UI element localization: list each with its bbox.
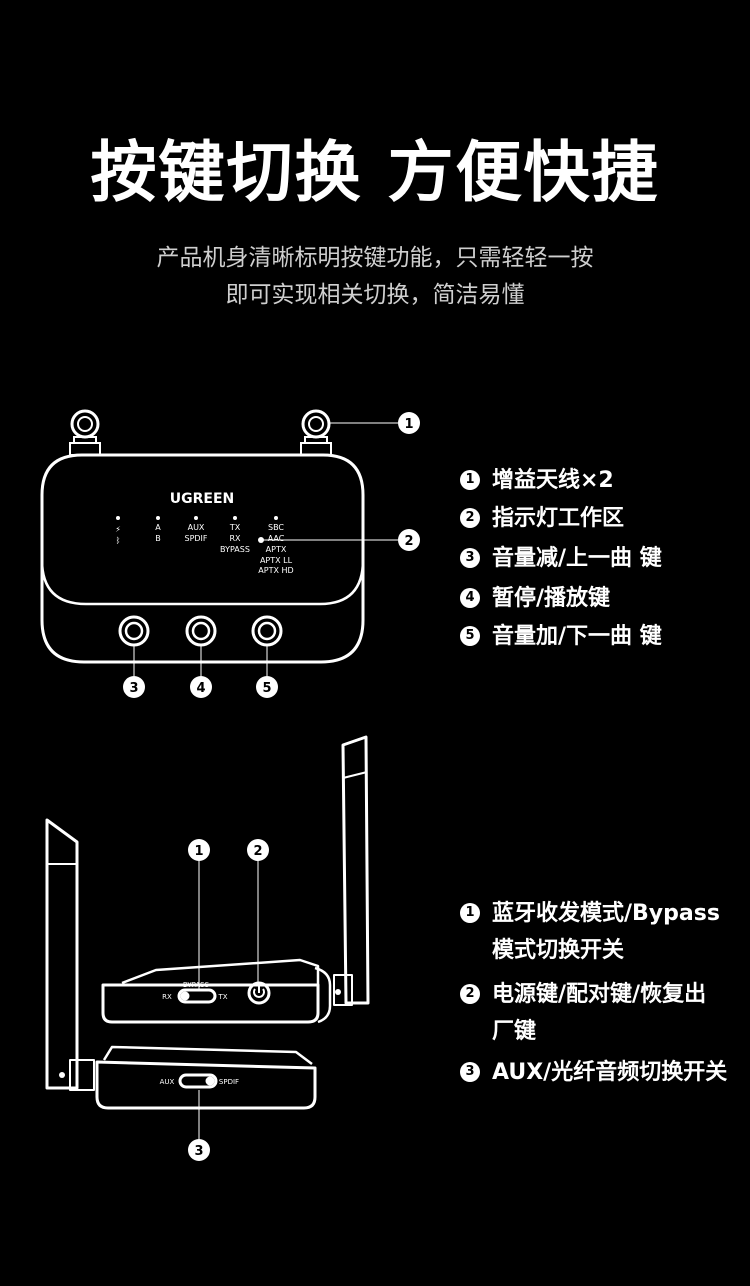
indicator-label: AAC xyxy=(268,534,285,543)
indicator-label: SBC xyxy=(268,523,284,532)
number-badge: 3 xyxy=(460,1062,480,1082)
callout-3: 3 xyxy=(129,681,138,696)
number-badge: 1 xyxy=(460,470,480,490)
callout-1: 1 xyxy=(404,417,413,432)
callout-5: 5 xyxy=(262,681,271,696)
play-pause-button xyxy=(185,615,217,647)
switch-label-tx: TX xyxy=(217,993,227,1001)
indicator-label: APTX LL xyxy=(260,556,293,565)
feature-antenna: 1 增益天线×2 xyxy=(460,466,614,496)
antenna-right-side xyxy=(341,735,370,1005)
antenna-left-side xyxy=(45,818,79,1090)
indicator-label: B xyxy=(155,534,161,543)
volume-up-button xyxy=(251,615,283,647)
indicator-label: AUX xyxy=(188,523,205,532)
feature-text: 蓝牙收发模式/Bypass模式切换开关 xyxy=(492,901,720,963)
feature-text: 指示灯工作区 xyxy=(492,506,625,531)
feature-volume-down: 3 音量减/上一曲 键 xyxy=(460,544,662,574)
feature-indicators: 2 指示灯工作区 xyxy=(460,504,624,534)
switch-label-aux: AUX xyxy=(160,1078,175,1086)
number-badge: 2 xyxy=(460,984,480,1004)
subtitle-line-1: 产品机身清晰标明按键功能，只需轻轻一按 xyxy=(156,245,594,271)
callout-2: 2 xyxy=(404,534,413,549)
device-top-view xyxy=(40,409,398,676)
power-button xyxy=(247,981,271,1005)
switch-label-spdif: SPDIF xyxy=(219,1078,239,1086)
page-title: 按键切换 方便快捷 xyxy=(90,134,660,211)
bluetooth-indicator-icon: ᛒ xyxy=(116,536,121,545)
device-side-view xyxy=(45,735,370,1140)
top-callouts: 1 2 3 4 5 xyxy=(123,412,420,698)
side-callout-2: 2 xyxy=(253,844,262,859)
indicator-label: A xyxy=(155,523,161,532)
number-badge: 4 xyxy=(460,588,480,608)
number-badge: 5 xyxy=(460,626,480,646)
number-badge: 3 xyxy=(460,548,480,568)
feature-text: AUX/光纤音频切换开关 xyxy=(492,1060,728,1085)
volume-down-button xyxy=(118,615,150,647)
indicator-label: SPDIF xyxy=(184,534,207,543)
feature-text: 音量减/上一曲 键 xyxy=(492,546,662,571)
feature-text: 增益天线×2 xyxy=(492,468,614,493)
indicator-label: APTX xyxy=(266,545,287,554)
feature-text: 暂停/播放键 xyxy=(492,586,611,611)
feature-text: 音量加/下一曲 键 xyxy=(492,624,662,649)
side-callout-1: 1 xyxy=(194,844,203,859)
feature-text: 电源键/配对键/恢复出厂键 xyxy=(492,982,707,1044)
number-badge: 1 xyxy=(460,903,480,923)
feature-bypass-switch: 1 蓝牙收发模式/Bypass模式切换开关 xyxy=(460,895,720,969)
indicator-label: TX xyxy=(229,523,241,532)
antenna-left xyxy=(70,409,100,439)
bypass-switch xyxy=(177,988,217,1004)
feature-volume-up: 5 音量加/下一曲 键 xyxy=(460,622,662,652)
callout-4: 4 xyxy=(196,681,205,696)
side-callout-3: 3 xyxy=(194,1144,203,1159)
switch-label-bypass: BYPASS xyxy=(183,981,210,989)
aux-spdif-switch xyxy=(178,1073,218,1089)
antenna-right xyxy=(301,409,331,439)
indicator-label: RX xyxy=(229,534,241,543)
subtitle-line-2: 即可实现相关切换，简洁易懂 xyxy=(225,282,525,308)
lower-device xyxy=(95,1060,317,1110)
feature-play-pause: 4 暂停/播放键 xyxy=(460,584,610,614)
feature-power-button: 2 电源键/配对键/恢复出厂键 xyxy=(460,976,720,1050)
side-callouts: 1 2 3 xyxy=(188,839,269,1161)
brand-logo: UGREEN xyxy=(170,491,234,507)
feature-aux-switch: 3 AUX/光纤音频切换开关 xyxy=(460,1054,740,1091)
power-indicator-icon: ⚡ xyxy=(115,525,121,534)
indicator-label: APTX HD xyxy=(258,566,293,575)
indicator-label: BYPASS xyxy=(220,545,250,554)
switch-label-rx: RX xyxy=(162,993,172,1001)
device-body xyxy=(40,453,365,664)
upper-device xyxy=(101,983,320,1024)
number-badge: 2 xyxy=(460,508,480,528)
